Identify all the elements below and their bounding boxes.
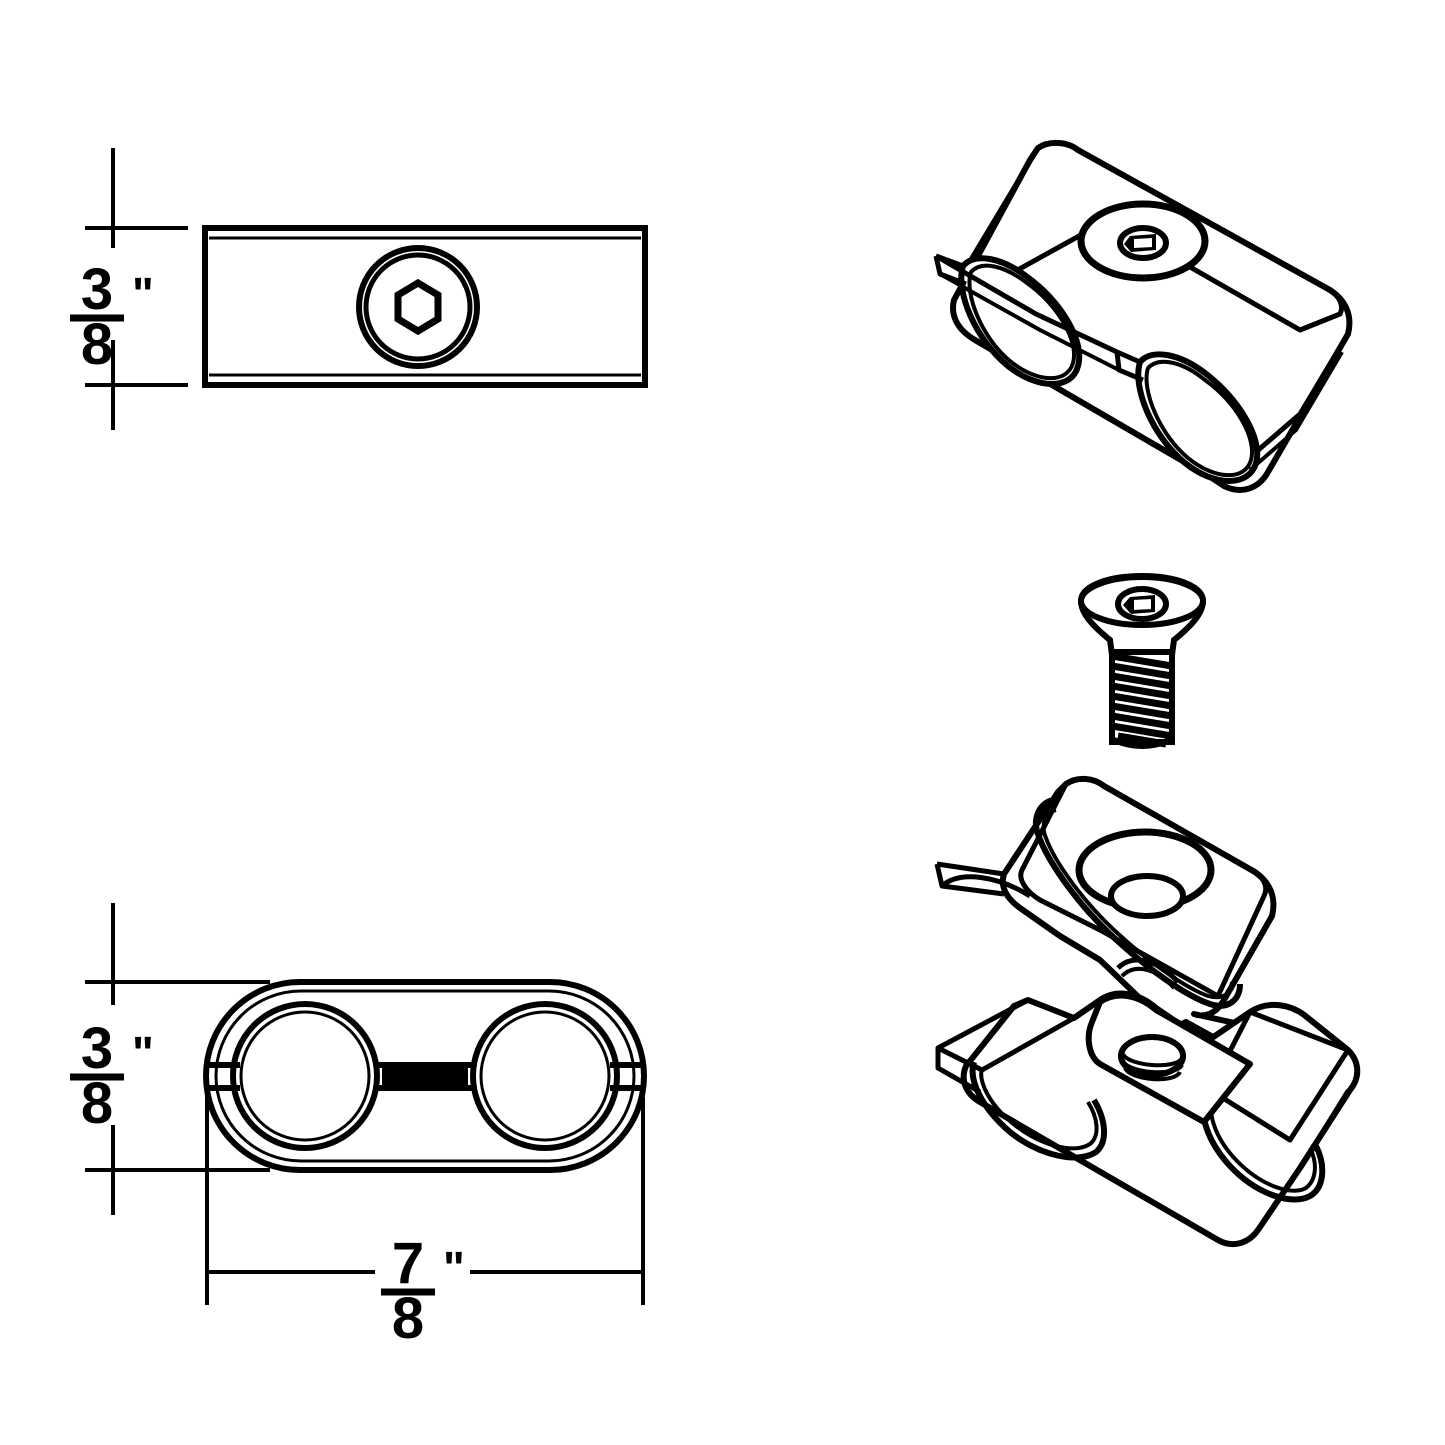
screw-threads bbox=[1111, 652, 1173, 748]
iso-assembled-parting-line-2 bbox=[939, 272, 1120, 372]
thread-turn-6 bbox=[1111, 702, 1173, 720]
tapped-hole-thread-2 bbox=[1121, 1059, 1184, 1075]
thread-turn-5 bbox=[1111, 692, 1173, 710]
front-screw-head bbox=[356, 245, 480, 369]
thread-turn-1 bbox=[1111, 652, 1173, 670]
end-height-numerator: 3 bbox=[81, 1016, 113, 1081]
isometric-exploded-upper-half bbox=[934, 776, 1277, 1055]
front-height-inch-symbol: " bbox=[132, 268, 154, 320]
upper-half-mid-notch bbox=[1116, 957, 1180, 984]
front-body-rect bbox=[202, 225, 648, 388]
front-height-numerator: 3 bbox=[81, 257, 113, 322]
flat-head-socket-cap-screw bbox=[1077, 572, 1207, 749]
front-orthographic-view: 3 8 " bbox=[70, 148, 648, 430]
thread-turn-3 bbox=[1111, 672, 1173, 690]
dimension-label-end-height: 3 8 " bbox=[70, 1016, 154, 1136]
iso-bore-upper-opening-inner bbox=[967, 263, 1077, 381]
end-bore-left-inner bbox=[239, 1010, 371, 1142]
upper-half-left-notch-curve bbox=[940, 874, 1032, 899]
dimension-label-end-width: 7 8 " bbox=[381, 1231, 465, 1351]
iso-assembled-right-seam bbox=[1254, 332, 1351, 454]
end-split-seam bbox=[207, 1062, 643, 1091]
upper-half-countersink bbox=[1075, 828, 1215, 919]
front-height-denominator: 8 bbox=[81, 312, 113, 377]
iso-screw-head bbox=[1077, 200, 1209, 282]
front-body-outline bbox=[202, 225, 648, 388]
lower-half-left-tab-edge bbox=[935, 1048, 982, 1095]
thread-turn-7 bbox=[1111, 712, 1173, 730]
lower-half-bottom-seam bbox=[1064, 1150, 1220, 1242]
iso-hex-socket-highlight bbox=[1132, 236, 1154, 250]
thread-turn-4 bbox=[1111, 682, 1173, 700]
lower-half-tapped-hole bbox=[1118, 1034, 1186, 1082]
front-split-seams bbox=[209, 236, 641, 377]
end-body-inner-offset bbox=[214, 989, 636, 1163]
thread-turn-2 bbox=[1111, 662, 1173, 680]
end-height-denominator: 8 bbox=[81, 1071, 113, 1136]
end-bore-right-inner bbox=[479, 1010, 611, 1142]
dimension-3-8-front bbox=[85, 148, 188, 430]
countersink-inner-bore bbox=[1108, 873, 1186, 919]
iso-assembled-parting-line bbox=[934, 253, 1119, 355]
lower-half-left-groove bbox=[969, 1061, 1107, 1161]
screw-head-outer-circle bbox=[356, 245, 480, 369]
dimension-3-8-end bbox=[85, 903, 270, 1215]
end-section-view: 3 8 " 7 8 " bbox=[70, 903, 647, 1351]
hex-socket bbox=[394, 278, 442, 336]
isometric-assembled-view bbox=[933, 140, 1353, 493]
end-width-inch-symbol: " bbox=[443, 1242, 465, 1294]
upper-half-concave-groove bbox=[1033, 797, 1243, 1009]
end-height-inch-symbol: " bbox=[132, 1027, 154, 1079]
end-width-numerator: 7 bbox=[392, 1231, 424, 1296]
lower-half-right-groove-inner bbox=[1209, 1093, 1317, 1193]
iso-bore-lower-opening-inner bbox=[1144, 359, 1255, 478]
end-bore-left-outer bbox=[230, 1001, 380, 1151]
lower-half-right-inner-edge bbox=[1298, 1088, 1350, 1170]
screw-shank-end bbox=[1112, 737, 1172, 749]
end-bore-right-outer bbox=[470, 1001, 620, 1151]
tapped-hole-thread-1 bbox=[1121, 1052, 1184, 1068]
lower-half-left-groove-inner bbox=[979, 1067, 1099, 1151]
dimension-7-8-end bbox=[205, 1083, 645, 1305]
screw-head-inner-circle bbox=[363, 252, 473, 362]
upper-half-mid-notch-2 bbox=[1120, 966, 1176, 990]
iso-assembled-right-seam-2 bbox=[1248, 350, 1344, 472]
screw-hex-socket-face bbox=[1132, 596, 1153, 613]
upper-half-concave-groove-inner bbox=[1041, 808, 1234, 1000]
upper-half-top-face bbox=[1018, 776, 1269, 999]
thread-turn-8 bbox=[1111, 722, 1173, 740]
dimension-label-front-height: 3 8 " bbox=[70, 257, 154, 377]
end-bores bbox=[230, 1001, 620, 1151]
end-width-denominator: 8 bbox=[392, 1286, 424, 1351]
end-obround-inner bbox=[214, 989, 636, 1163]
isometric-exploded-lower-half bbox=[935, 990, 1361, 1248]
tapped-hole-thread-3 bbox=[1123, 1066, 1182, 1082]
split-gap-fill bbox=[382, 1065, 468, 1088]
